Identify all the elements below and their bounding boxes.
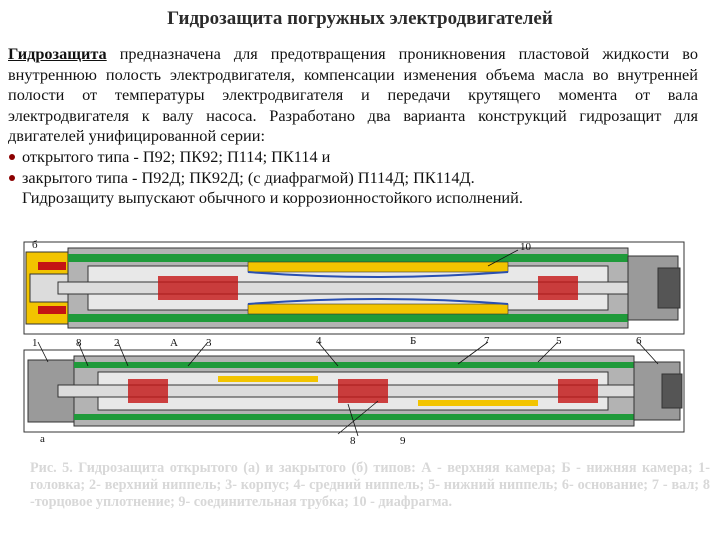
bullet-closed-type: закрытого типа - П92Д; ПК92Д; (с диафраг… (8, 168, 698, 189)
label-8a: 8 (76, 337, 82, 349)
closing-text: Гидрозащиту выпускают обычного и коррози… (22, 188, 523, 208)
label-8b: 8 (350, 435, 356, 447)
label-10: 10 (520, 241, 532, 253)
intro-term: Гидрозащита (8, 44, 107, 63)
drawing-open-type (23, 349, 685, 433)
figure-caption: Рис. 5. Гидрозащита открытого (а) и закр… (30, 460, 710, 510)
label-A: А (170, 337, 178, 349)
description-text: Гидрозащита предназначена для предотвращ… (8, 44, 698, 209)
label-4: 4 (316, 335, 322, 347)
bullet-open-type: открытого типа - П92; ПК92; П114; ПК114 … (8, 147, 698, 168)
label-a: а (40, 433, 45, 445)
label-7: 7 (484, 335, 490, 347)
intro-paragraph: Гидрозащита предназначена для предотвращ… (8, 44, 698, 147)
label-3: 3 (206, 337, 212, 349)
leader-lines (37, 249, 659, 437)
label-b: б (32, 239, 38, 251)
label-5: 5 (556, 335, 562, 347)
label-6: 6 (636, 335, 642, 347)
label-9: 9 (400, 435, 406, 447)
label-2: 2 (114, 337, 120, 349)
protector-diagram: б 10 1 8 2 А 3 4 Б 7 5 6 а 8 9 (23, 239, 685, 447)
intro-text: предназначена для предотвращения проникн… (8, 44, 698, 146)
label-B: Б (410, 335, 416, 347)
label-1: 1 (32, 337, 38, 349)
drawing-closed-type (23, 241, 685, 335)
page-title: Гидрозащита погружных электродвигателей (167, 8, 553, 29)
